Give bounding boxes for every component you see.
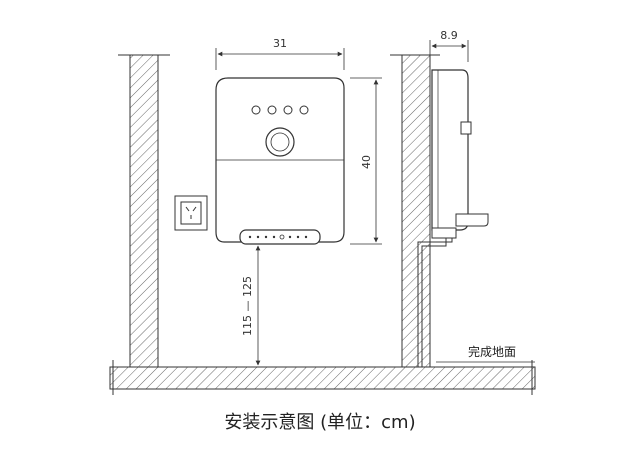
mount-height-label: 115 — 125	[241, 276, 254, 336]
floor-label: 完成地面	[468, 344, 516, 359]
height-label: 40	[360, 155, 373, 169]
left-wall	[118, 54, 170, 368]
floor-slab	[109, 360, 536, 395]
width-label: 31	[273, 37, 287, 50]
side-knob	[460, 121, 472, 135]
wall-socket	[174, 195, 208, 231]
width-dimension: 31	[215, 37, 345, 70]
dispenser-front	[215, 77, 345, 245]
floor-marker: 完成地面	[436, 344, 535, 363]
dispenser-side	[431, 69, 489, 239]
side-tray	[455, 213, 489, 227]
water-pipe	[417, 238, 453, 367]
depth-dimension: 8.9	[429, 29, 469, 62]
depth-label: 8.9	[440, 29, 458, 42]
diagram-caption: 安装示意图 (单位：cm)	[224, 412, 415, 433]
mount-height-dimension: 115 — 125	[241, 245, 261, 366]
control-icons	[251, 105, 309, 115]
height-dimension: 40	[350, 77, 382, 245]
